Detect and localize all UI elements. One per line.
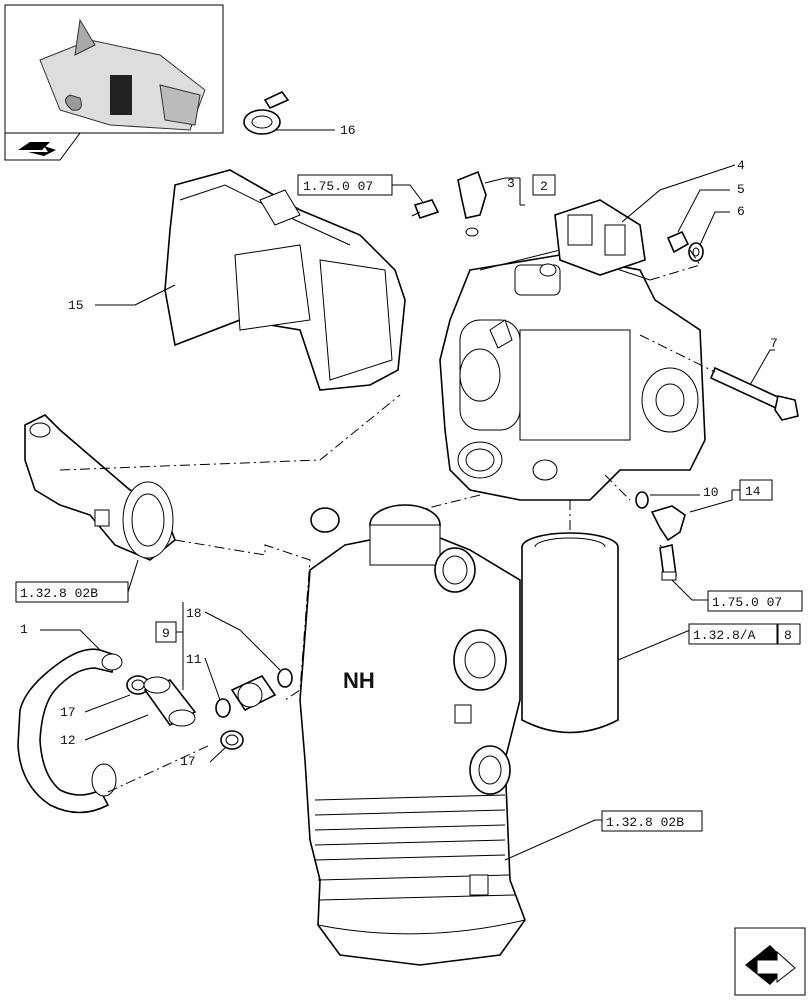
callout-7: 7 (770, 336, 778, 351)
housing-logo: NH (343, 668, 375, 693)
reference-top-label: 1.75.0 07 (303, 179, 373, 194)
hose-sleeve-part-12 (143, 676, 197, 727)
reference-box-right-lower[interactable] (707, 590, 803, 612)
hose-clamp-part-17b (220, 730, 244, 750)
o-ring-part-11 (215, 698, 231, 718)
nut-part-5 (666, 230, 690, 254)
boxed-8-label: 8 (784, 628, 792, 643)
hose-part-1 (17, 648, 123, 814)
reference-housing-label: 1.32.8 02B (606, 815, 684, 830)
boxed-2[interactable] (532, 174, 556, 196)
hose-clamp-part-17a (126, 675, 150, 695)
reference-box-housing[interactable] (601, 810, 703, 832)
callout-16: 16 (340, 123, 356, 138)
sensor-fitting-part (411, 199, 440, 220)
filter-cartridge-part (521, 532, 619, 734)
reference-box-filter[interactable] (688, 623, 778, 645)
reference-right-lower-label: 1.75.0 07 (712, 595, 782, 610)
book-arrow-icon[interactable] (18, 142, 56, 156)
callout-11: 11 (186, 652, 202, 667)
next-page-arrow-icon (745, 945, 796, 985)
boxed-2-label: 2 (540, 179, 548, 194)
callout-6: 6 (737, 204, 745, 219)
thumbnail-panel (4, 4, 224, 161)
callout-5: 5 (737, 182, 745, 197)
next-page-button[interactable] (734, 927, 806, 996)
callout-1: 1 (20, 622, 28, 637)
adapter-fitting-part-11 (230, 674, 277, 712)
callout-12: 12 (60, 733, 76, 748)
tractor-transmission-thumbnail (39, 18, 206, 131)
boxed-14-label: 14 (745, 484, 761, 499)
o-ring-part-18 (277, 668, 293, 688)
clamp-ring-part (243, 90, 290, 135)
sensor-part-right (659, 544, 677, 581)
reference-left-label: 1.32.8 02B (20, 586, 98, 601)
callout-3: 3 (507, 176, 515, 191)
callout-17b: 17 (180, 754, 196, 769)
callout-10: 10 (703, 485, 719, 500)
callout-17a: 17 (60, 705, 76, 720)
inlet-elbow-part (24, 414, 176, 561)
callout-4: 4 (737, 158, 745, 173)
boxed-8[interactable] (777, 623, 801, 645)
callout-15: 15 (68, 298, 84, 313)
transmission-housing-part (299, 504, 526, 966)
callout-18: 18 (186, 606, 202, 621)
boxed-9-label: 9 (162, 626, 170, 641)
elbow-fitting-part-14 (650, 505, 686, 542)
o-ring-part-10 (635, 491, 649, 509)
guard-cover-part (164, 169, 406, 391)
hydraulic-pump-part (439, 199, 706, 501)
washer-part-6 (688, 242, 704, 262)
elbow-fitting-part (457, 170, 487, 237)
reference-filter-label: 1.32.8/A (693, 628, 756, 643)
bolt-part-7 (709, 366, 799, 421)
